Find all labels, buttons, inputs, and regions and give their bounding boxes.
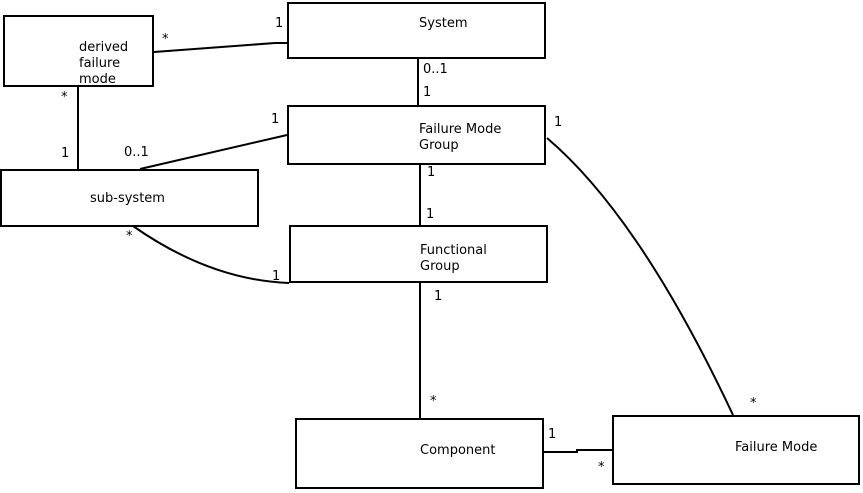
multiplicity-label-failure-mode-group-to-failure-mode-failure-mode: * xyxy=(750,396,757,411)
connector-component-to-failure-mode xyxy=(544,449,612,453)
multiplicity-label-component-to-failure-mode-failure-mode: * xyxy=(598,460,605,475)
class-box-label-component: Component xyxy=(420,443,496,458)
connector-failure-mode-group-to-failure-mode xyxy=(546,137,734,416)
connector-sub-system-to-failure-mode-group xyxy=(139,134,288,170)
class-box-sub-system: sub-system xyxy=(0,169,259,227)
class-box-functional-group: Functional Group xyxy=(289,225,548,283)
class-box-label-failure-mode: Failure Mode xyxy=(735,440,818,455)
multiplicity-label-failure-mode-group-to-functional-group-failure-mode-group: 1 xyxy=(427,165,436,180)
class-box-label-functional-group: Functional Group xyxy=(420,243,487,274)
multiplicity-label-derived-failure-mode-to-system-system: 1 xyxy=(275,16,284,31)
multiplicity-label-functional-group-to-component-component: * xyxy=(430,394,437,409)
class-box-system: System xyxy=(287,2,546,59)
multiplicity-label-sub-system-to-failure-mode-group-failure-mode-group: 1 xyxy=(271,112,280,127)
multiplicity-label-sub-system-to-failure-mode-group-sub-system: 0..1 xyxy=(124,145,149,160)
class-box-label-sub-system: sub-system xyxy=(90,191,165,206)
multiplicity-label-sub-system-to-functional-group-functional-group: 1 xyxy=(272,269,281,284)
multiplicity-label-system-to-failure-mode-group-failure-mode-group: 1 xyxy=(423,85,432,100)
class-box-label-failure-mode-group: Failure Mode Group xyxy=(419,122,502,153)
multiplicity-label-failure-mode-group-to-failure-mode-failure-mode-group: 1 xyxy=(554,115,563,130)
connector-sub-system-to-functional-group xyxy=(132,225,290,284)
multiplicity-label-derived-failure-mode-to-sub-system-sub-system: 1 xyxy=(61,146,70,161)
connector-derived-failure-mode-to-system xyxy=(153,42,287,53)
class-box-component: Component xyxy=(295,418,544,489)
multiplicity-label-derived-failure-mode-to-system-derived-failure-mode: * xyxy=(162,32,169,47)
class-box-label-derived-failure-mode: derived failure mode xyxy=(79,40,129,87)
multiplicity-label-system-to-failure-mode-group-system: 0..1 xyxy=(423,62,448,77)
multiplicity-label-sub-system-to-functional-group-sub-system: * xyxy=(126,229,133,244)
class-box-derived-failure-mode: derived failure mode xyxy=(3,15,154,87)
multiplicity-label-derived-failure-mode-to-sub-system-derived-failure-mode: * xyxy=(61,90,68,105)
multiplicity-label-component-to-failure-mode-component: 1 xyxy=(548,427,557,442)
multiplicity-label-failure-mode-group-to-functional-group-functional-group: 1 xyxy=(426,207,435,222)
class-box-failure-mode: Failure Mode xyxy=(612,415,860,485)
class-box-label-system: System xyxy=(419,16,468,31)
class-box-failure-mode-group: Failure Mode Group xyxy=(287,105,546,165)
multiplicity-label-functional-group-to-component-functional-group: 1 xyxy=(434,289,443,304)
